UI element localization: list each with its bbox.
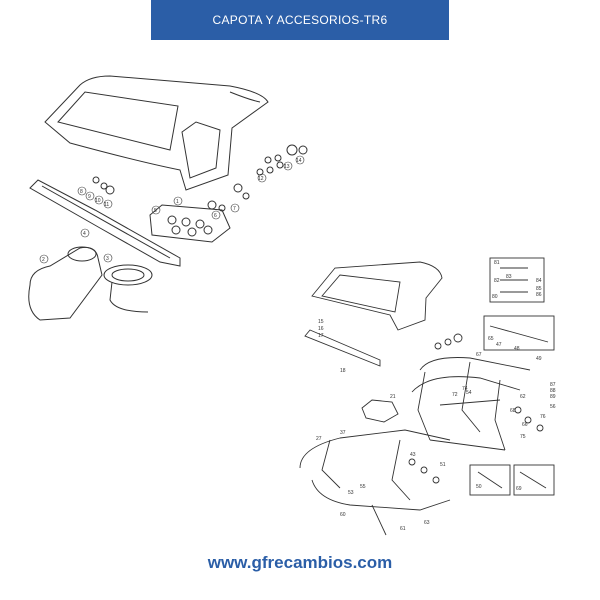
inset-box-fasteners [489,257,545,303]
callout-74: 74 [462,386,468,392]
website-url-text[interactable]: www.gfrecambios.com [207,553,393,572]
frame-bows [411,357,531,451]
callout-85: 85 [536,286,542,292]
callout-67: 67 [476,352,482,358]
top-fastener-group-c [207,183,250,212]
callout-84: 84 [536,278,542,284]
callout-50: 50 [476,484,482,490]
callout-4: 4 [83,231,86,237]
website-url[interactable]: www.gfrecambios.com [0,553,600,573]
callout-69: 69 [516,486,522,492]
callout-11: 11 [104,202,109,208]
page-title-banner: CAPOTA Y ACCESORIOS-TR6 [151,0,449,40]
callout-72: 72 [452,392,458,398]
callout-48: 48 [514,346,520,352]
callout-15: 15 [318,319,324,325]
callout-56: 56 [550,404,556,410]
callout-16: 16 [318,326,324,332]
callout-8: 8 [80,189,83,195]
callout-18: 18 [340,368,346,374]
callout-43: 43 [410,452,416,458]
callout-14: 14 [296,158,302,164]
callout-47: 47 [496,342,502,348]
callout-60: 60 [340,512,346,518]
bolt-hardware [408,333,544,484]
callout-53: 53 [348,490,354,496]
header-rail-lower [304,329,381,367]
lower-frame [299,429,451,536]
windshield-header-rail [29,179,181,267]
callout-13: 13 [284,164,290,170]
callout-3: 3 [106,256,109,262]
callout-1: 1 [176,199,179,205]
soft-top-upper [44,75,269,191]
callout-65: 65 [488,336,494,342]
callouts-top: 2 3 4 5 1 8 9 10 11 6 7 12 13 14 [39,155,305,264]
callout-87: 87 [550,382,556,388]
callout-61: 61 [400,526,406,532]
top-fastener-group-b [256,144,308,176]
callout-37: 37 [340,430,346,436]
page-title: CAPOTA Y ACCESORIOS-TR6 [212,13,388,27]
seal-strip-coil [103,264,153,313]
callout-83: 83 [506,274,512,280]
callout-82: 82 [494,278,500,284]
callout-81: 81 [494,260,500,266]
callout-62: 62 [520,394,526,400]
callout-49: 49 [536,356,542,362]
fastener-kit-bag [149,204,231,243]
callout-21: 21 [390,394,396,400]
callout-86: 86 [536,292,542,298]
callout-76: 76 [540,414,546,420]
callout-6: 6 [214,213,217,219]
callout-75: 75 [520,434,526,440]
callout-2: 2 [42,257,45,263]
callout-80: 80 [492,294,498,300]
callout-51: 51 [440,462,446,468]
callout-10: 10 [95,198,101,204]
callout-88: 88 [550,388,556,394]
soft-top-lower [311,261,443,331]
callout-66: 66 [522,422,528,428]
callout-5: 5 [154,208,157,214]
callout-27: 27 [316,436,322,442]
top-fastener-group-a [92,176,115,195]
callout-89: 89 [550,394,556,400]
inset-box-brackets [469,464,555,496]
callout-63: 63 [424,520,430,526]
callout-7: 7 [233,206,236,212]
callout-12: 12 [258,176,264,182]
callout-68: 68 [510,408,516,414]
tonneau-roll [28,246,103,321]
callout-17: 17 [318,333,324,339]
kit-bag-lower [361,399,399,423]
inset-box-rail [483,315,555,351]
callout-55: 55 [360,484,366,490]
callout-9: 9 [88,194,91,200]
callouts-bottom: 15 16 17 18 21 27 37 43 47 48 49 50 51 5… [316,260,556,532]
callout-54: 54 [466,390,472,396]
